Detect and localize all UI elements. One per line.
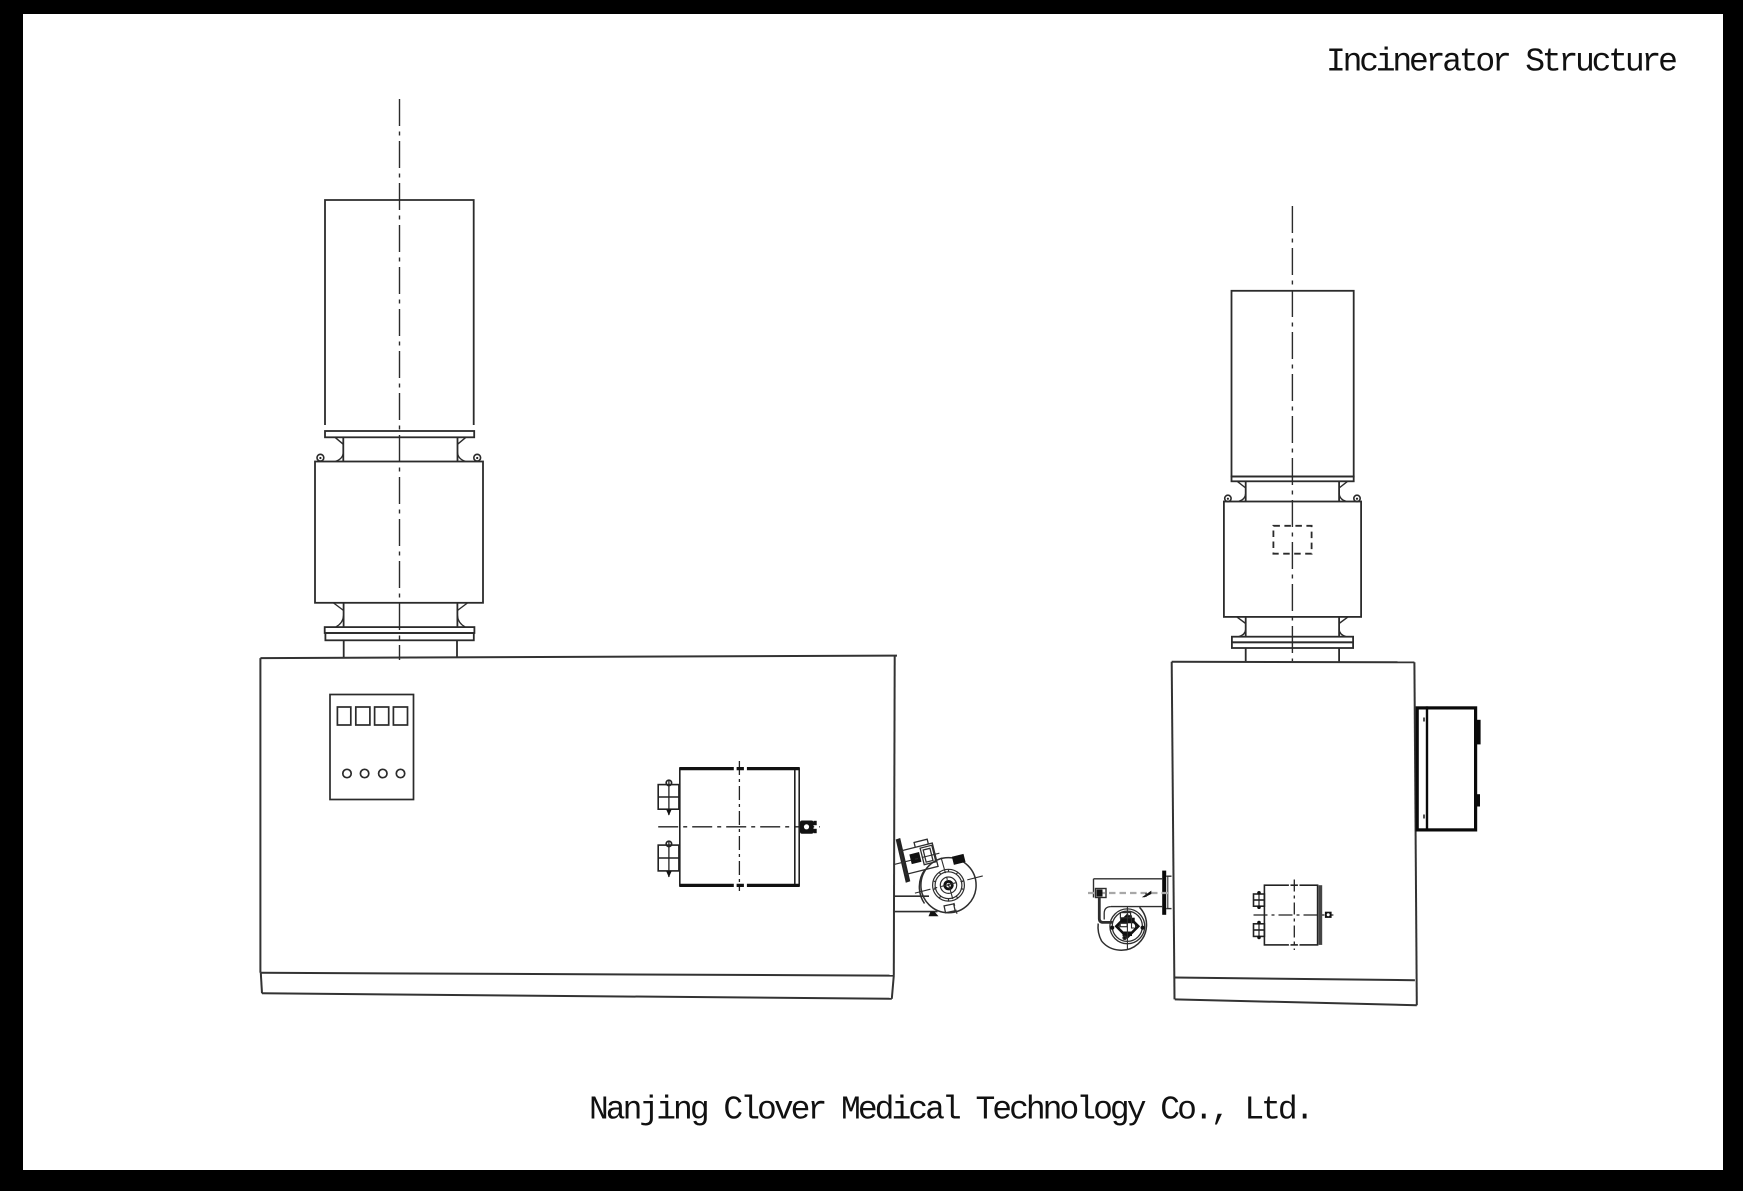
svg-text:Nanjing Clover Medical Technol: Nanjing Clover Medical Technology Co., L… bbox=[589, 1092, 1312, 1129]
svg-text:Incinerator Structure: Incinerator Structure bbox=[1326, 44, 1676, 81]
